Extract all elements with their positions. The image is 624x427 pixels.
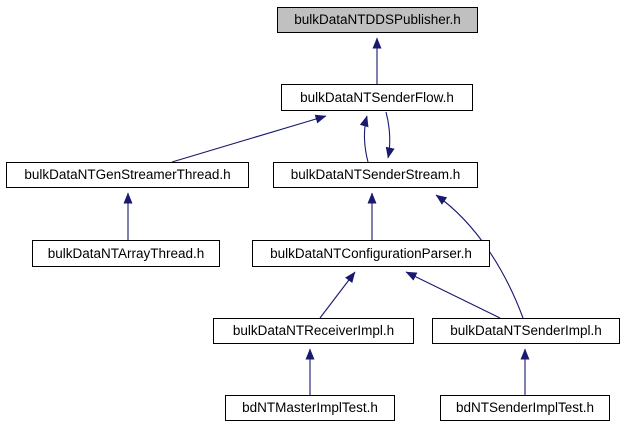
edge-senderstream-to-senderflow [359, 115, 369, 163]
node-bdNTMasterImplTest[interactable]: bdNTMasterImplTest.h [225, 395, 395, 421]
node-bulkDataNTSenderFlow[interactable]: bulkDataNTSenderFlow.h [281, 84, 473, 111]
node-bulkDataNTConfigurationParser[interactable]: bulkDataNTConfigurationParser.h [252, 240, 490, 267]
node-bulkDataNTSenderStream[interactable]: bulkDataNTSenderStream.h [273, 162, 478, 188]
edge-receiverimpl-to-configurationparser [319, 271, 356, 319]
node-bdNTSenderImplTest[interactable]: bdNTSenderImplTest.h [440, 395, 610, 421]
node-bulkDataNTDDSPublisher[interactable]: bulkDataNTDDSPublisher.h [277, 7, 478, 33]
edge-senderimpl-to-configurationparser [405, 271, 501, 319]
node-bulkDataNTReceiverImpl[interactable]: bulkDataNTReceiverImpl.h [213, 318, 414, 344]
edge-genstreamerthread-to-senderflow [171, 114, 327, 163]
node-bulkDataNTArrayThread[interactable]: bulkDataNTArrayThread.h [32, 240, 220, 267]
node-bulkDataNTGenStreamerThread[interactable]: bulkDataNTGenStreamerThread.h [6, 162, 249, 188]
edge-senderflow-to-senderstream [385, 111, 395, 159]
node-bulkDataNTSenderImpl[interactable]: bulkDataNTSenderImpl.h [432, 318, 620, 344]
